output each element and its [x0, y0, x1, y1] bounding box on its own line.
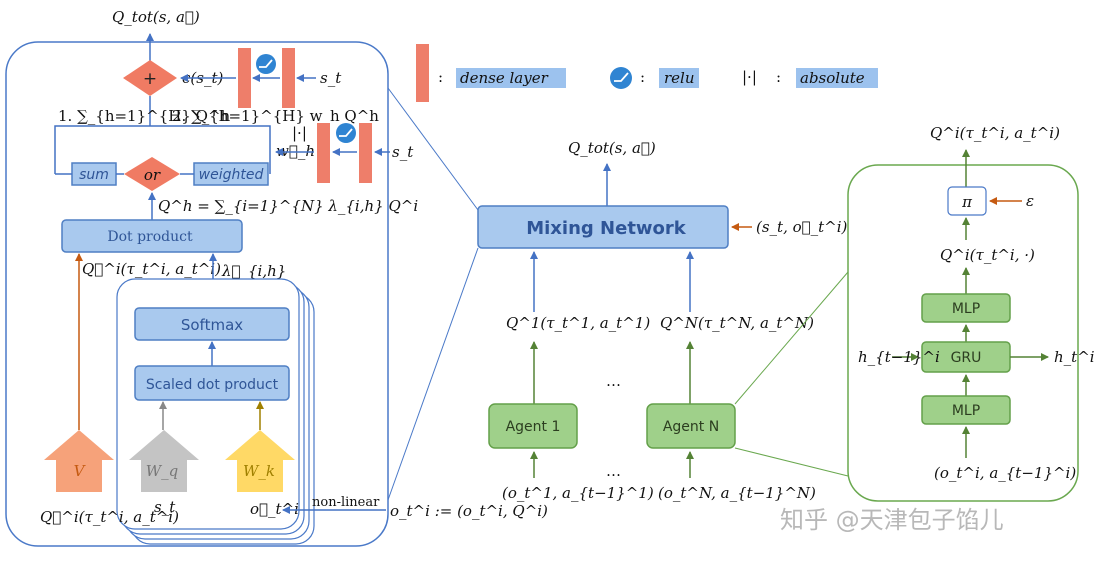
or-operator: [124, 157, 180, 191]
wh-label: w⃗_h: [276, 142, 315, 160]
st-top-label: s_t: [320, 69, 342, 87]
agent-1-label: Agent 1: [506, 419, 561, 435]
mlp-top-box: [921, 293, 1011, 323]
st-mid-label: s_t: [392, 143, 414, 161]
scaled-dot-product-box: [134, 365, 290, 401]
legend-colon-2: :: [640, 68, 645, 86]
ot-label: o⃗_t^i: [250, 500, 299, 518]
legend-abs-highlight: [796, 68, 878, 88]
scaled-dot-product-label: Scaled dot product: [146, 377, 279, 393]
agent-n-label: Agent N: [663, 419, 719, 435]
legend-colon-3: :: [776, 68, 781, 86]
mixing-input-label: (s_t, o⃗_t^i): [756, 218, 848, 236]
mlp-bottom-box: [921, 395, 1011, 425]
qh-formula: Q^h = ∑_{i=1}^{N} λ_{i,h} Q^i: [158, 197, 418, 215]
q-dot-label: Q^i(τ_t^i, ·): [940, 246, 1035, 264]
formula-2: 2. ∑_{h=1}^{H} w_h Q^h: [172, 107, 379, 125]
legend-relu-label: relu: [664, 69, 695, 87]
legend-dense-highlight: [456, 68, 566, 88]
formula-1: 1. ∑_{h=1}^{H} Q^h: [58, 107, 231, 125]
legend-dense-label: dense layer: [460, 69, 549, 87]
plus-symbol: +: [143, 69, 157, 89]
non-linear-label: non-linear: [312, 495, 380, 510]
wq-label: W_q: [146, 462, 179, 480]
pi-box: [947, 186, 987, 216]
wk-label: W_k: [243, 462, 275, 480]
legend-colon-1: :: [438, 68, 443, 86]
mid-qtot-label: Q_tot(s, a⃗): [568, 139, 656, 157]
softmax-label: Softmax: [181, 316, 243, 334]
softmax-box: [134, 307, 290, 341]
watermark: 知乎 @天津包子馅儿: [780, 506, 1004, 534]
epsilon-label: ε: [1026, 192, 1034, 210]
agent-1-box: [488, 403, 578, 449]
v-label: V: [74, 462, 87, 480]
dot-product-box: [61, 219, 243, 253]
st-bottom-label: s_t: [154, 498, 176, 516]
h-next-label: h_t^i: [1054, 348, 1095, 366]
qi-vec-label: Q⃗^i(τ_t^i, a_t^i): [82, 260, 221, 278]
wk-arrow: [225, 430, 295, 492]
or-symbol: or: [144, 166, 161, 184]
sum-label: sum: [79, 167, 109, 183]
mixing-network-label: Mixing Network: [526, 218, 687, 239]
legend-abs-symbol: |·|: [742, 68, 757, 86]
dense-layer-mid-2: [359, 123, 372, 183]
legend-relu-highlight: [659, 68, 699, 88]
gru-label: GRU: [951, 350, 982, 366]
right-input-label: (o_t^i, a_{t−1}^i): [934, 464, 1076, 482]
legend-abs-label: absolute: [800, 69, 865, 87]
abs-label-small: |·|: [292, 124, 307, 142]
agent-n-input: (o_t^N, a_{t−1}^N): [658, 484, 816, 502]
dots-bottom: …: [606, 462, 621, 480]
mixing-network-box: [477, 205, 729, 249]
lambda-label: λ⃗_{i,h}: [221, 262, 286, 280]
v-arrow: [44, 430, 114, 492]
left-qtot-label: Q_tot(s, a⃗): [112, 8, 200, 26]
qi-bottom-label: Q⃗^i(τ_t^i, a_t^i): [40, 508, 179, 526]
agent-1-input: (o_t^1, a_{t−1}^1): [502, 484, 654, 502]
q-out-label: Q^i(τ_t^i, a_t^i): [930, 124, 1060, 142]
o-def-label: o_t^i := (o_t^i, Q^i): [390, 502, 548, 520]
qn-label: Q^N(τ_t^N, a_t^N): [660, 314, 814, 332]
right-panel-frame: [847, 164, 1079, 502]
h-prev-label: h_{t−1}^i: [858, 348, 940, 366]
legend-relu-icon: [610, 67, 632, 89]
q1-label: Q^1(τ_t^1, a_t^1): [506, 314, 650, 332]
plus-operator: [123, 60, 177, 96]
pi-label: π: [961, 193, 973, 211]
dense-layer-top-1: [238, 48, 251, 108]
relu-icon-top: [256, 54, 276, 74]
relu-icon-mid: [336, 123, 356, 143]
agent-n-box: [646, 403, 736, 449]
wq-arrow: [129, 430, 199, 492]
dot-product-label: Dot product: [107, 229, 193, 245]
weighted-label: weighted: [199, 167, 264, 183]
legend-dense-swatch: [416, 44, 429, 102]
dense-layer-mid-1: [317, 123, 330, 183]
mlp-bottom-label: MLP: [952, 403, 980, 419]
dots-mid: …: [606, 372, 621, 390]
mlp-top-label: MLP: [952, 301, 980, 317]
dense-layer-top-2: [282, 48, 295, 108]
left-panel-frame: [5, 41, 389, 547]
